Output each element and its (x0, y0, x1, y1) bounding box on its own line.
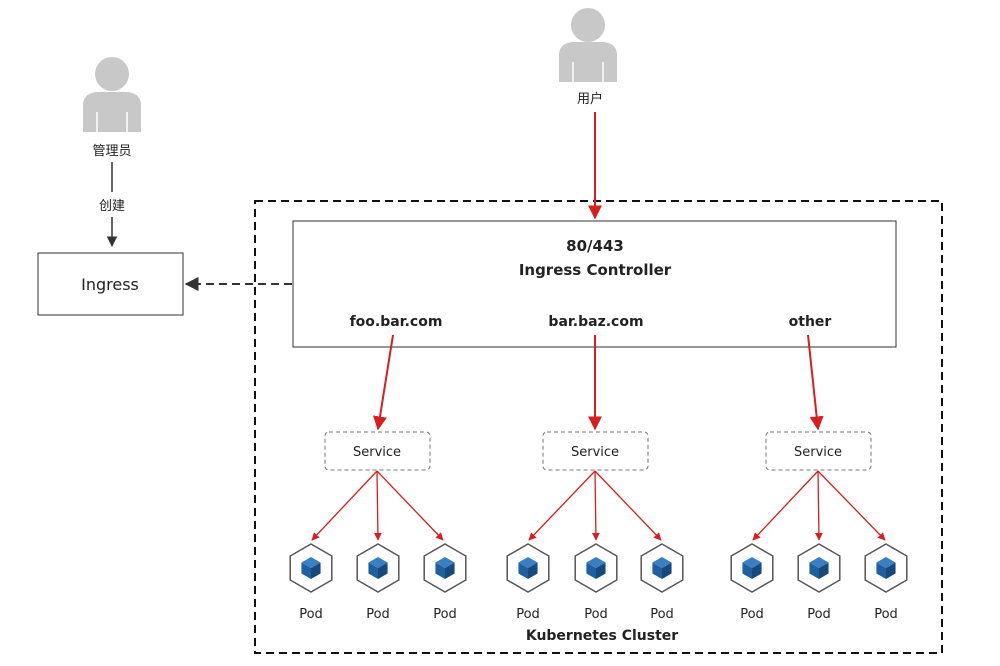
pod-cube-top (652, 557, 672, 568)
controller-title: Ingress Controller (519, 261, 672, 279)
pod-2: Pod (356, 543, 400, 622)
pod-cube-left (586, 562, 596, 579)
service2-to-pod1-arrow (528, 470, 596, 541)
service-label-1: Service (353, 445, 401, 460)
ingress-controller-box (292, 220, 897, 348)
pod-7: Pod (730, 543, 774, 622)
service-group-2: Service (542, 431, 649, 471)
host-foo-to-service-arrow (373, 334, 394, 431)
pod-cube-right (378, 562, 388, 579)
service-box-3 (765, 431, 872, 471)
pod-cube-right (596, 562, 606, 579)
pod-cube-right (662, 562, 672, 579)
pod-5: Pod (574, 543, 618, 622)
pod-label: Pod (584, 607, 608, 622)
service2-to-pod3-arrow (594, 470, 662, 541)
admin-person-icon (83, 57, 141, 132)
pod-label: Pod (433, 607, 457, 622)
pod-label: Pod (874, 607, 898, 622)
host-label-other: other (789, 314, 832, 330)
service2-to-pod2-arrow (591, 470, 600, 541)
ingress-box (37, 252, 184, 316)
pod-cube-top (586, 557, 606, 568)
user-label: 用户 (577, 91, 603, 107)
pod-4: Pod (506, 543, 550, 622)
pod-8: Pod (797, 543, 841, 622)
pod-label: Pod (299, 607, 323, 622)
ingress-label: Ingress (81, 275, 139, 294)
service1-to-pod3-arrow (376, 470, 444, 541)
pod-cube-left (742, 562, 752, 579)
pod-cube-left (809, 562, 819, 579)
pod-cube-left (876, 562, 886, 579)
pod-cube-left (652, 562, 662, 579)
pod-cube-top (809, 557, 829, 568)
service3-to-pod1-arrow (752, 470, 819, 541)
pod-cube-left (518, 562, 528, 579)
pod-1: Pod (289, 543, 333, 622)
pod-cube-left (301, 562, 311, 579)
pod-cube-left (435, 562, 445, 579)
kubernetes-cluster-border (254, 200, 943, 654)
service-label-3: Service (794, 445, 842, 460)
pod-label: Pod (740, 607, 764, 622)
service-to-pod-arrows (311, 470, 886, 541)
service-group-1: Service (324, 431, 431, 471)
pod-6: Pod (640, 543, 684, 622)
pod-9: Pod (864, 543, 908, 622)
host-label-bar: bar.baz.com (548, 314, 643, 330)
pod-label: Pod (807, 607, 831, 622)
pod-cube-right (445, 562, 455, 579)
pod-cube-top (876, 557, 896, 568)
pod-cube-right (528, 562, 538, 579)
service-label-2: Service (571, 445, 619, 460)
pod-cube-top (518, 557, 538, 568)
host-other-to-service-arrow (807, 334, 824, 431)
create-label: 创建 (99, 199, 125, 214)
service1-to-pod2-arrow (373, 470, 382, 541)
pod-cube-right (752, 562, 762, 579)
pod-cube-left (368, 562, 378, 579)
pod-3: Pod (423, 543, 467, 622)
controller-port-label: 80/443 (566, 237, 624, 255)
pod-cube-right (819, 562, 829, 579)
pod-cube-right (886, 562, 896, 579)
service3-to-pod2-arrow (814, 470, 823, 541)
pod-cube-right (311, 562, 321, 579)
admin-label: 管理员 (92, 144, 131, 159)
pods-layer: Pod Pod Pod Pod Pod Pod Pod Pod Pod (289, 543, 908, 622)
user-person-icon (559, 8, 617, 82)
service-group-3: Service (765, 431, 872, 471)
service1-to-pod1-arrow (311, 470, 378, 541)
pod-label: Pod (650, 607, 674, 622)
service-box-2 (542, 431, 649, 471)
service-box-1 (324, 431, 431, 471)
host-label-foo: foo.bar.com (350, 314, 443, 330)
cluster-label: Kubernetes Cluster (526, 628, 678, 644)
pod-label: Pod (366, 607, 390, 622)
service3-to-pod3-arrow (817, 470, 886, 541)
pod-cube-top (742, 557, 762, 568)
pod-label: Pod (516, 607, 540, 622)
